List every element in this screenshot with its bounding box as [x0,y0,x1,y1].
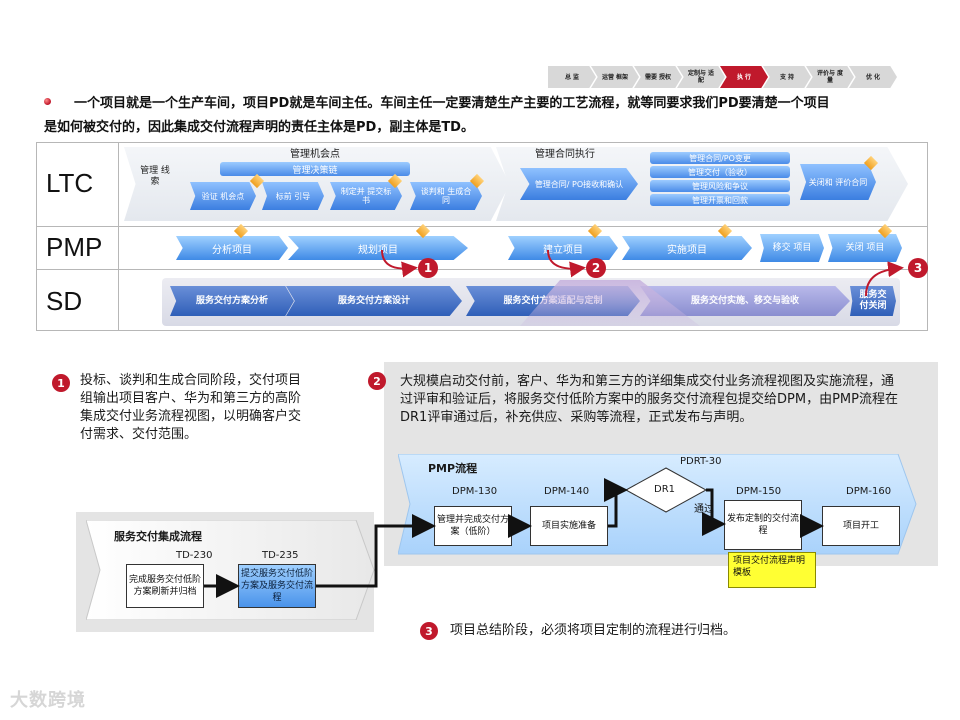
sd-flow-title: 服务交付集成流程 [114,530,202,543]
header-text: 一个项目就是一个生产车间，项目PD就是车间主任。车间主任一定要清楚生产主要的工艺… [44,96,830,135]
ltc-contract-item-3[interactable]: 管理风险和争议 [650,180,790,192]
pmp-task-4-code: DPM-160 [846,486,892,497]
grid-row2 [36,269,928,270]
stage-5-active[interactable]: 执 行 [720,66,768,88]
grid-col [118,142,119,331]
sd-task-1[interactable]: 完成服务交付低阶方案刷新并归档 [126,564,204,608]
connector-1 [381,249,418,278]
stage-4[interactable]: 定制与 适配 [677,66,725,88]
row-label-ltc: LTC [46,168,94,198]
grid-row1 [36,226,928,227]
dr1-diamond [624,467,708,513]
sd-task-2-code: TD-235 [262,550,299,561]
pmp-task-1-code: DPM-130 [452,486,498,497]
ltc-step-2[interactable]: 标前 引导 [262,182,324,210]
pmp-task-2[interactable]: 项目实施准备 [530,506,608,546]
pmp-step-implement[interactable]: 实施项目 [622,236,752,260]
sd-step-design[interactable]: 服务交付方案设计 [286,286,462,316]
stage-2[interactable]: 运营 框架 [591,66,639,88]
fan-highlight [520,280,700,326]
ltc-contract-item-4[interactable]: 管理开票和回款 [650,194,790,206]
grid-left [36,142,37,331]
pass-label: 通过 [694,504,714,515]
stage-7[interactable]: 评价与 度量 [806,66,854,88]
watermark: 大数跨境 [10,690,86,711]
note-badge-1: 1 [52,374,70,392]
sd-step-close[interactable]: 服务交 付关闭 [850,286,896,316]
note-2: 大规模启动交付前，客户、华为和第三方的详细集成交付业务流程视图及实施流程，通过评… [400,374,898,425]
bullet-icon [44,98,51,105]
note-badge-2: 2 [368,372,386,390]
row-label-sd: SD [46,286,83,316]
connector-2 [547,249,586,278]
pmp-step-close[interactable]: 关闭 项目 [828,234,902,262]
ltc-contract-close[interactable]: 关闭和 评价合同 [800,164,876,200]
stage-8[interactable]: 优 化 [849,66,897,88]
pmp-task-4[interactable]: 项目开工 [822,506,900,546]
template-note: 项目交付流程声明模板 [728,552,816,588]
sd-step-analysis[interactable]: 服务交付方案分析 [170,286,294,316]
note-badge-3: 3 [420,622,438,640]
ltc-step-1[interactable]: 验证 机会点 [190,182,256,210]
sd-task-1-code: TD-230 [176,550,213,561]
ltc-contract-receive[interactable]: 管理合同/ PO接收和确认 [520,168,638,200]
ltc-contract-item-2[interactable]: 管理交付（验收） [650,166,790,178]
badge-3: 3 [908,258,928,278]
ltc-opportunity-title: 管理机会点 [290,149,340,160]
ltc-decision-chain[interactable]: 管理决策链 [220,162,410,176]
note-3: 项目总结阶段，必须将项目定制的流程进行归档。 [450,623,737,638]
ltc-lead-label: 管理 线索 [140,166,170,187]
ltc-contract-title: 管理合同执行 [535,149,595,160]
connector-3 [865,261,904,297]
badge-2: 2 [586,258,606,278]
grid-right [927,142,928,331]
pmp-step-analyze[interactable]: 分析项目 [176,236,288,260]
ltc-step-3[interactable]: 制定并 提交标书 [330,182,402,210]
stage-bar: 总 监 运营 框架 需要 授权 定制与 适配 执 行 支 持 评价与 度量 优 … [548,66,897,88]
row-label-pmp: PMP [46,232,103,262]
pmp-review-code: PDRT-30 [680,456,722,467]
pmp-step-establish[interactable]: 建立项目 [508,236,618,260]
stage-3[interactable]: 需要 授权 [634,66,682,88]
grid-bottom [36,330,928,331]
pmp-task-1[interactable]: 管理并完成交付方案（低阶） [434,506,512,546]
grid-top [36,142,928,143]
table-connectors [381,249,904,326]
ltc-step-4[interactable]: 谈判和 生成合同 [410,182,482,210]
pmp-step-handover[interactable]: 移交 项目 [760,234,824,262]
stage-6[interactable]: 支 持 [763,66,811,88]
pmp-flow-title: PMP流程 [428,462,478,475]
pmp-task-3-code: DPM-150 [736,486,782,497]
dr1-label: DR1 [654,484,676,495]
note-1: 投标、谈判和生成合同阶段，交付项目组输出项目客户、华为和第三方的高阶集成交付业务… [80,373,302,442]
stage-1[interactable]: 总 监 [548,66,596,88]
lower-connectors [204,467,824,598]
badge-1: 1 [418,258,438,278]
pmp-step-plan[interactable]: 规划项目 [288,236,468,260]
pmp-task-3[interactable]: 发布定制的交付流程 [724,500,802,550]
pmp-task-2-code: DPM-140 [544,486,590,497]
ltc-contract-item-1[interactable]: 管理合同/PO变更 [650,152,790,164]
